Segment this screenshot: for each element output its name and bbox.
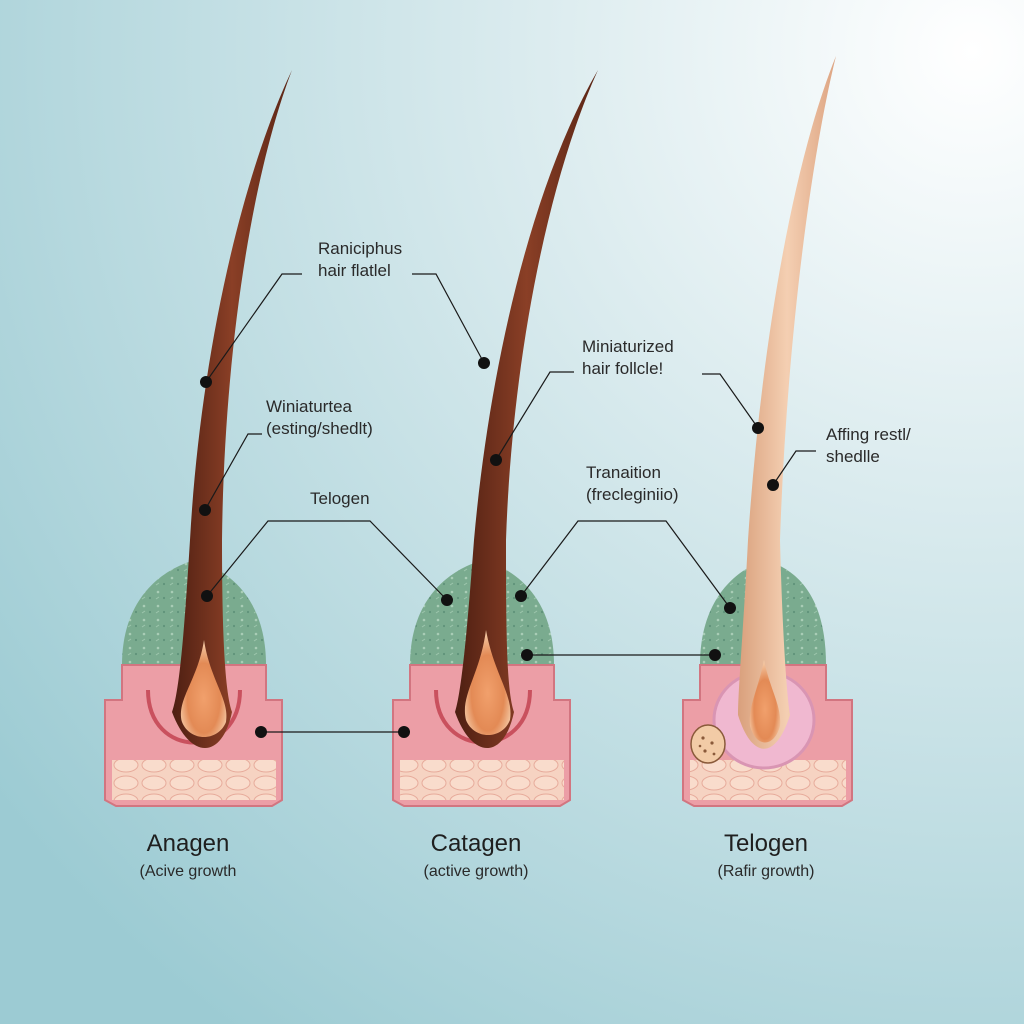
dot-catagen-right (515, 590, 527, 602)
dot-telogen-mid (767, 479, 779, 491)
dot-anagen-low (201, 590, 213, 602)
stage-title-anagen: Anagen (146, 830, 230, 857)
telogen-hair-bulb (749, 660, 781, 743)
catagen-hair-bulb (464, 630, 511, 735)
dot-anagen-top (200, 376, 212, 388)
label-telogen-top: Affing restl/ shedlle (826, 425, 911, 466)
stage-title-telogen: Telogen (723, 830, 809, 857)
leader-catagen-mid (495, 371, 574, 461)
marker-dots (199, 357, 779, 738)
dot-catagen-mid (490, 454, 502, 466)
leader-telogen-top (702, 373, 759, 429)
leader-anagen-mid (204, 433, 262, 511)
stage-title-catagen: Catagen (430, 830, 522, 857)
anagen-hair-bulb (180, 640, 227, 737)
anagen-hair-shaft (172, 70, 292, 748)
leader-telogen-mid (772, 450, 816, 486)
label-anagen-top: Raniciphus hair flatlel (318, 239, 403, 280)
leader-anagen-low (206, 520, 448, 601)
stage-subtitle-catagen: (active growth) (423, 863, 529, 880)
dot-catagen-base (398, 726, 410, 738)
leader-lines (204, 273, 816, 733)
label-catagen-mid: Tranaition (frecleginiio) (586, 463, 679, 504)
stage-subtitle-telogen: (Rafir growth) (717, 863, 815, 880)
anagen-cell-layer (112, 760, 276, 800)
dot-catagen-left (441, 594, 453, 606)
dot-telogen-top (752, 422, 764, 434)
dot-catagen-top (478, 357, 490, 369)
dot-catagen-lower (521, 649, 533, 661)
dot-telogen-low (724, 602, 736, 614)
catagen-cell-layer (400, 760, 564, 800)
telogen-follicle (682, 56, 853, 807)
label-catagen-top: Miniaturized hair follcle! (582, 337, 674, 378)
leader-anagen-top (205, 273, 302, 383)
anagen-follicle (104, 70, 292, 807)
dot-anagen-base (255, 726, 267, 738)
stage-subtitle-anagen: (Acive growth (139, 863, 237, 880)
leader-catagen-top (412, 273, 485, 364)
dot-telogen-base (709, 649, 721, 661)
label-anagen-low: Telogen (310, 489, 370, 508)
catagen-follicle (392, 70, 598, 807)
label-anagen-mid: Winiaturtea (esting/shedlt) (266, 397, 373, 438)
telogen-shed-club (690, 724, 726, 764)
telogen-hair-shaft (738, 56, 836, 749)
dot-anagen-mid (199, 504, 211, 516)
catagen-hair-shaft (455, 70, 598, 748)
leader-catagen-low (520, 520, 731, 609)
